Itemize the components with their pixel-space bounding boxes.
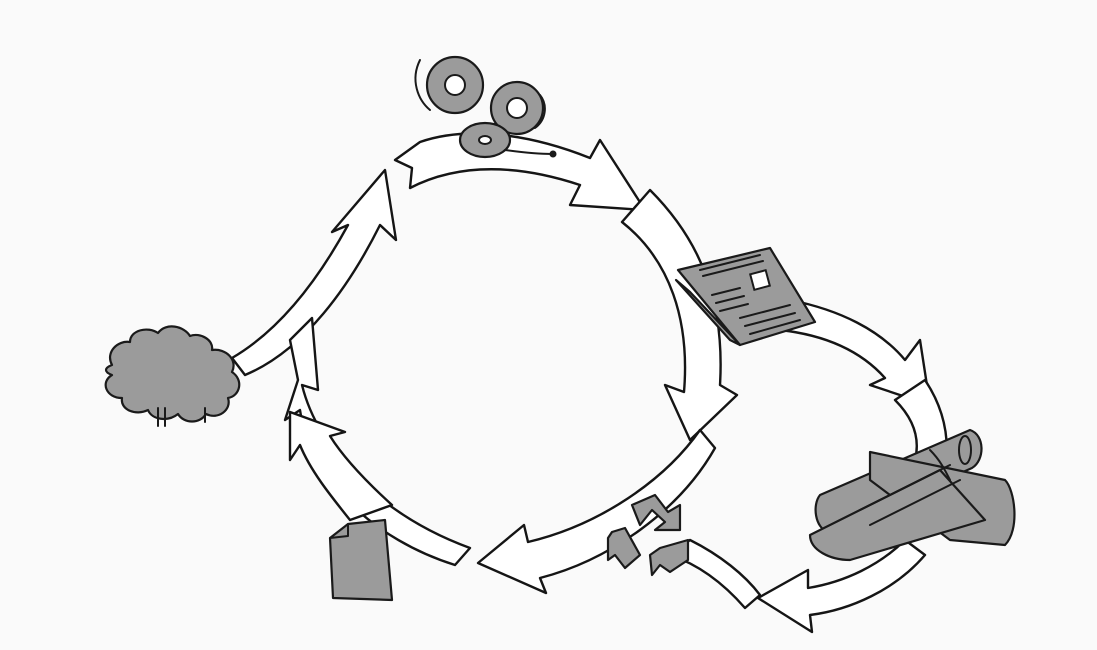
paper-sheet-icon [328,518,394,602]
newspaper-icon [674,246,817,347]
wood-logs-icon [808,428,1016,562]
arrow-paper-to-left [288,410,394,522]
arrow-recycle-to-bottom [668,538,762,610]
arrow-right-descend [620,188,739,442]
arrow-logs-to-recycle [756,538,927,634]
recycle-symbol-icon [606,493,690,577]
arrow-top-arc [393,132,647,212]
arrow-bottom-arc [476,428,717,595]
tree-icon [104,325,241,427]
paper-pulp-rolls-icon [414,55,557,159]
